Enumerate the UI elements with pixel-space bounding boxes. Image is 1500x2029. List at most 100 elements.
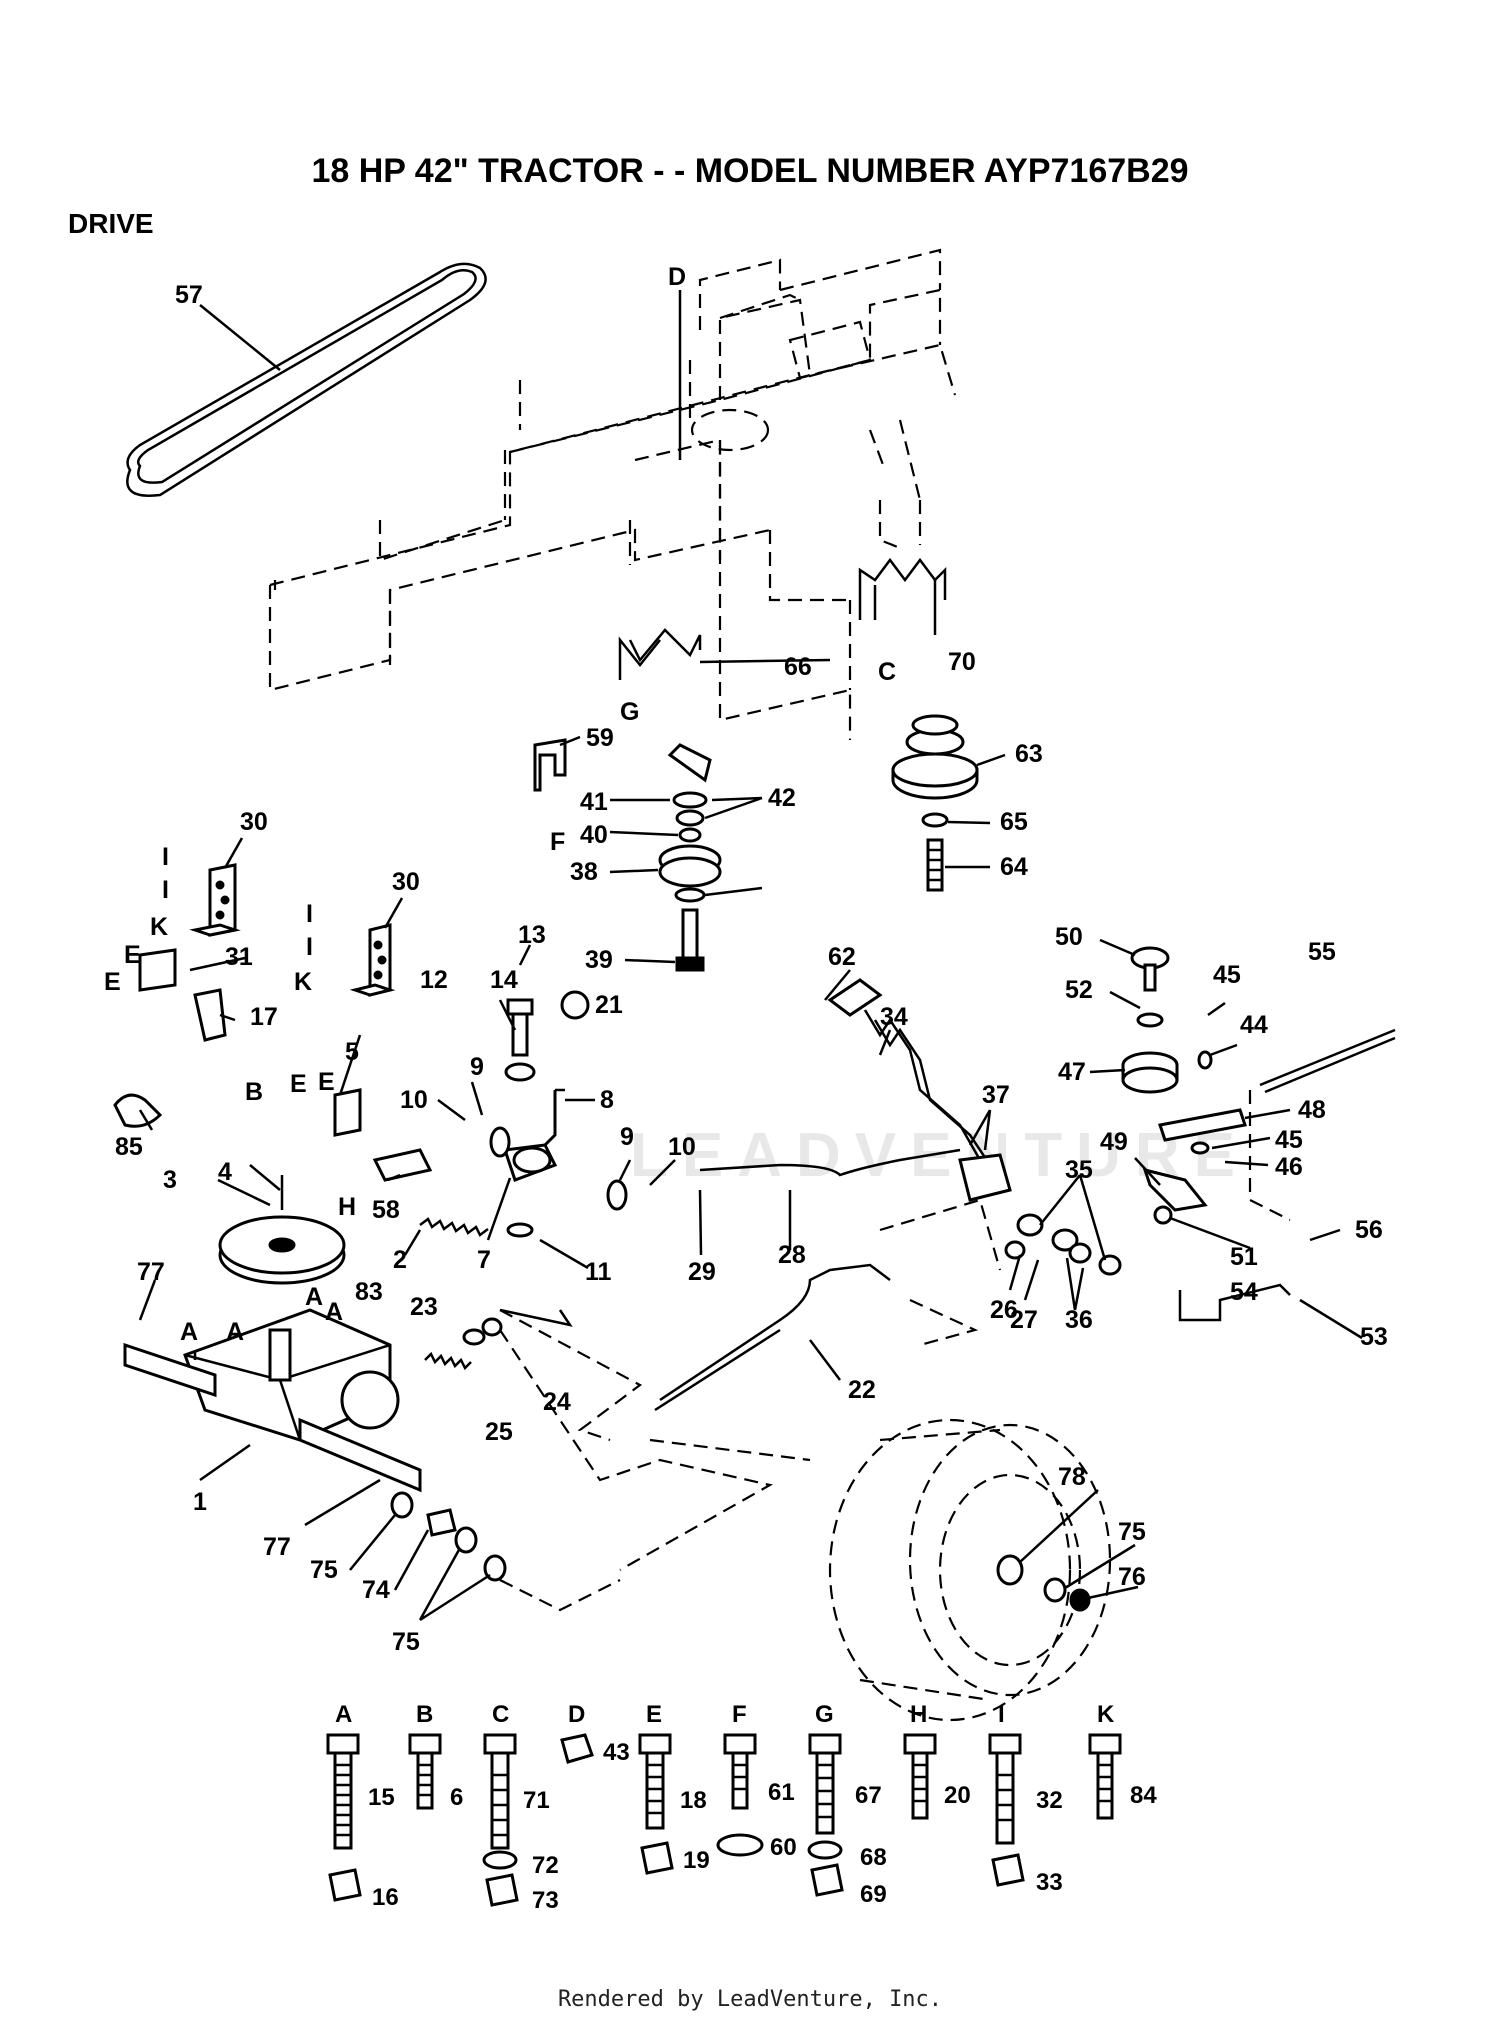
- callout-27: 27: [1010, 1306, 1038, 1334]
- callout-28: 28: [778, 1241, 806, 1269]
- control-brackets: [1121, 946, 1396, 1322]
- callout-i-c: I: [306, 900, 313, 928]
- callout-70: 70: [948, 648, 976, 676]
- callout-h: H: [338, 1193, 356, 1221]
- callout-g: G: [620, 698, 639, 726]
- callout-45-b: 45: [1275, 1126, 1303, 1154]
- hardware-letter-b: B: [416, 1701, 433, 1728]
- callout-12: 12: [420, 966, 448, 994]
- hardware-part-60: 60: [770, 1834, 797, 1861]
- callout-75: 75: [310, 1556, 338, 1584]
- callout-64: 64: [1000, 853, 1028, 881]
- footer-credit: Rendered by LeadVenture, Inc.: [557, 1987, 943, 2012]
- transaxle-pulley: [218, 1175, 346, 1285]
- callout-10-b: 10: [668, 1133, 696, 1161]
- callout-f: F: [550, 828, 565, 856]
- callout-66: 66: [784, 653, 812, 681]
- callout-2: 2: [393, 1246, 407, 1274]
- callout-25: 25: [485, 1418, 513, 1446]
- callout-63: 63: [1015, 740, 1043, 768]
- callout-30-b: 30: [392, 868, 420, 896]
- callout-e-d: E: [318, 1068, 335, 1096]
- callout-50: 50: [1055, 923, 1083, 951]
- callout-77-b: 77: [263, 1533, 291, 1561]
- callout-e-c: E: [290, 1070, 307, 1098]
- callout-75-c: 75: [1118, 1518, 1146, 1546]
- callout-40: 40: [580, 821, 608, 849]
- hardware-icons: [326, 1733, 1122, 1907]
- callout-47: 47: [1058, 1058, 1086, 1086]
- drive-pulley-stack: [658, 743, 722, 972]
- callout-a-c: A: [305, 1283, 323, 1311]
- callout-30: 30: [240, 808, 268, 836]
- callout-37: 37: [982, 1081, 1010, 1109]
- callout-a: A: [180, 1318, 198, 1346]
- callout-31: 31: [225, 943, 253, 971]
- callout-k-b: K: [294, 968, 312, 996]
- hardware-key-labels: A 15 16 B 6 C 71 72 73 D 43 E 18 19 F 61…: [335, 1701, 1157, 1914]
- nut-23: [462, 1328, 486, 1346]
- hardware-part-16: 16: [372, 1884, 399, 1911]
- transaxle: [123, 1308, 422, 1493]
- callout-22: 22: [848, 1376, 876, 1404]
- hardware-part-71: 71: [523, 1787, 550, 1814]
- hardware-letter-i: I: [998, 1701, 1005, 1728]
- bracket-59: [533, 738, 567, 792]
- axle-washers: [390, 1491, 507, 1582]
- hardware-part-19: 19: [683, 1847, 710, 1874]
- callout-36: 36: [1065, 1306, 1093, 1334]
- hardware-part-68: 68: [860, 1844, 887, 1871]
- hardware-letter-k: K: [1097, 1701, 1115, 1728]
- hardware-letter-c: C: [492, 1701, 509, 1728]
- callout-b: B: [245, 1078, 263, 1106]
- callout-56: 56: [1355, 1216, 1383, 1244]
- hardware-part-73: 73: [532, 1887, 559, 1914]
- callout-8: 8: [600, 1086, 614, 1114]
- hardware-part-6: 6: [450, 1784, 463, 1811]
- callout-83: 83: [355, 1278, 383, 1306]
- callout-14: 14: [490, 966, 518, 994]
- callout-7: 7: [477, 1246, 491, 1274]
- callout-26: 26: [990, 1296, 1018, 1324]
- callout-49: 49: [1100, 1128, 1128, 1156]
- callout-76: 76: [1118, 1563, 1146, 1591]
- hardware-letter-h: H: [910, 1701, 927, 1728]
- hardware-letter-d: D: [568, 1701, 585, 1728]
- callout-11: 11: [585, 1258, 612, 1286]
- callout-55: 55: [1308, 938, 1336, 966]
- callout-a-d: A: [325, 1298, 343, 1326]
- callout-e-b: E: [104, 968, 121, 996]
- callout-10: 10: [400, 1086, 428, 1114]
- callout-53: 53: [1360, 1323, 1388, 1351]
- callout-1: 1: [193, 1488, 207, 1516]
- callout-58: 58: [372, 1196, 400, 1224]
- hardware-part-72: 72: [532, 1852, 559, 1879]
- callout-i: I: [162, 843, 169, 871]
- callout-48: 48: [1298, 1096, 1326, 1124]
- drive-belt: [126, 262, 487, 497]
- rod-28: [699, 1148, 961, 1177]
- spring-25: [424, 1351, 472, 1371]
- spring-2: [419, 1217, 489, 1237]
- callout-52: 52: [1065, 976, 1093, 1004]
- shift-lever-assembly: [489, 990, 628, 1238]
- tractor-frame: [268, 248, 957, 740]
- callout-5: 5: [345, 1038, 359, 1066]
- spring-rods: [618, 557, 947, 680]
- callout-24: 24: [543, 1388, 571, 1416]
- idler-pulley: [891, 714, 979, 892]
- hardware-part-33: 33: [1036, 1869, 1063, 1896]
- callout-51: 51: [1230, 1243, 1258, 1271]
- callout-17: 17: [250, 1003, 278, 1031]
- callout-i-b: I: [162, 876, 169, 904]
- hardware-part-84: 84: [1130, 1782, 1157, 1809]
- callout-d: D: [668, 263, 686, 291]
- callout-c: C: [878, 658, 896, 686]
- callout-13: 13: [518, 921, 546, 949]
- hardware-part-32: 32: [1036, 1787, 1063, 1814]
- callout-38: 38: [570, 858, 598, 886]
- callout-39: 39: [585, 946, 613, 974]
- hardware-part-61: 61: [768, 1779, 795, 1806]
- callout-75-b: 75: [392, 1628, 420, 1656]
